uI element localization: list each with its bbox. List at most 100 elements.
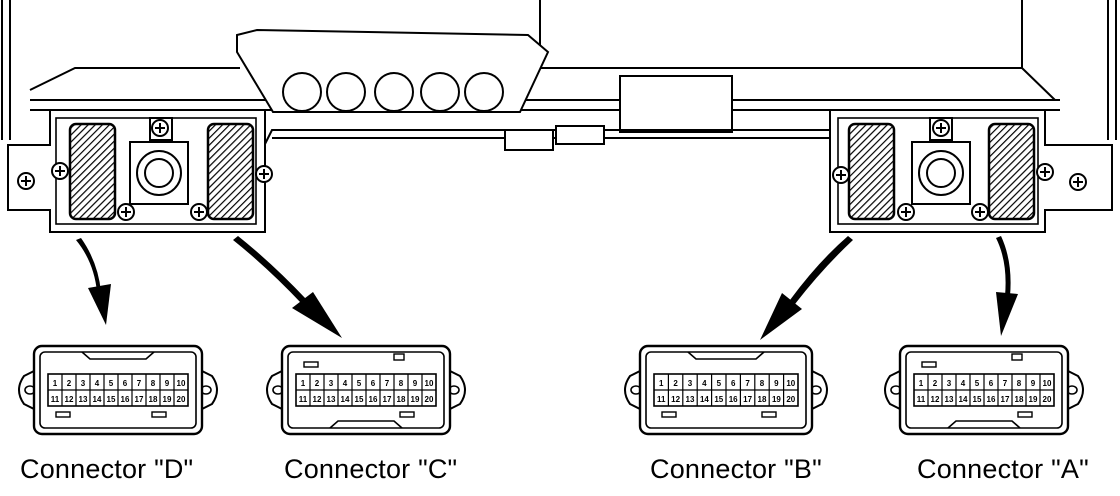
pin-number: 6	[989, 379, 994, 388]
pin-number: 7	[745, 379, 750, 388]
pin-number: 19	[411, 395, 420, 404]
pin-number: 2	[933, 379, 938, 388]
pin-number: 4	[961, 379, 966, 388]
pin-number: 9	[774, 379, 779, 388]
pin-number: 1	[53, 379, 58, 388]
pin-number: 6	[371, 379, 376, 388]
pin-number: 12	[313, 395, 322, 404]
screw-icon	[832, 166, 850, 184]
pin-number: 1	[659, 379, 664, 388]
pin-number: 8	[1017, 379, 1022, 388]
pin-number: 11	[299, 395, 308, 404]
pin-number: 17	[1001, 395, 1010, 404]
pin-number: 20	[1043, 395, 1052, 404]
pin-number: 4	[95, 379, 100, 388]
capacitor-row	[282, 72, 504, 112]
pin-number: 9	[1031, 379, 1036, 388]
pin-number: 5	[357, 379, 362, 388]
connector-d-label: Connector "D"	[20, 454, 194, 484]
pin-number: 7	[137, 379, 142, 388]
pin-number: 20	[786, 395, 795, 404]
pin-number: 12	[671, 395, 680, 404]
screw-icon	[897, 203, 915, 221]
pin-number: 10	[425, 379, 434, 388]
pin-number: 3	[329, 379, 334, 388]
pin-number: 16	[121, 395, 130, 404]
pin-number: 15	[355, 395, 364, 404]
pin-number: 10	[177, 379, 186, 388]
pin-number: 17	[383, 395, 392, 404]
pin-number: 8	[760, 379, 765, 388]
screw-icon	[190, 203, 208, 221]
screw-icon	[51, 162, 69, 180]
pin-number: 5	[109, 379, 114, 388]
pin-number: 5	[717, 379, 722, 388]
left-mounting-bracket	[7, 109, 266, 233]
pin-number: 14	[959, 395, 968, 404]
pin-number: 15	[107, 395, 116, 404]
pin-number: 1	[919, 379, 924, 388]
screw-icon	[971, 203, 989, 221]
pin-number: 19	[1029, 395, 1038, 404]
pin-number: 15	[714, 395, 723, 404]
pin-number: 6	[731, 379, 736, 388]
pin-number: 13	[686, 395, 695, 404]
pin-number: 3	[81, 379, 86, 388]
pin-number: 11	[51, 395, 60, 404]
pin-number: 8	[151, 379, 156, 388]
pin-number: 12	[65, 395, 74, 404]
pin-number: 13	[327, 395, 336, 404]
pin-number: 4	[343, 379, 348, 388]
pin-number: 16	[369, 395, 378, 404]
pin-number: 19	[772, 395, 781, 404]
pin-number: 8	[399, 379, 404, 388]
pin-number: 10	[1043, 379, 1052, 388]
screw-icon	[1069, 173, 1087, 191]
pin-number: 20	[177, 395, 186, 404]
pin-number: 7	[385, 379, 390, 388]
arrow-to-connector-a	[996, 236, 1018, 336]
pin-number: 2	[67, 379, 72, 388]
pin-number: 14	[341, 395, 350, 404]
screw-icon	[117, 203, 135, 221]
pin-number: 3	[688, 379, 693, 388]
pin-number: 1	[301, 379, 306, 388]
arrow-to-connector-b	[760, 236, 853, 340]
pin-number: 16	[987, 395, 996, 404]
pin-number: 2	[673, 379, 678, 388]
pin-number: 7	[1003, 379, 1008, 388]
pin-number: 12	[931, 395, 940, 404]
pin-number: 18	[397, 395, 406, 404]
pin-number: 20	[425, 395, 434, 404]
pin-number: 11	[917, 395, 926, 404]
pin-number: 13	[79, 395, 88, 404]
pin-number: 15	[973, 395, 982, 404]
pin-number: 3	[947, 379, 952, 388]
right-mounting-bracket	[829, 109, 1113, 233]
screw-icon	[932, 119, 950, 137]
arrow-to-connector-d	[76, 238, 111, 325]
screw-icon	[255, 165, 273, 183]
connector-c-label: Connector "C"	[284, 454, 458, 484]
pin-number: 14	[93, 395, 102, 404]
screw-icon	[1036, 163, 1054, 181]
screw-icon	[151, 119, 169, 137]
pin-number: 18	[758, 395, 767, 404]
pin-number: 19	[163, 395, 172, 404]
pin-number: 14	[700, 395, 709, 404]
pin-number: 6	[123, 379, 128, 388]
connector-a-label: Connector "A"	[917, 454, 1089, 484]
arrow-to-connector-c	[233, 236, 342, 338]
screw-icon	[17, 172, 35, 190]
pin-number: 9	[165, 379, 170, 388]
pin-number: 16	[729, 395, 738, 404]
pin-number: 17	[135, 395, 144, 404]
pin-number: 18	[1015, 395, 1024, 404]
pin-number: 4	[702, 379, 707, 388]
pin-number: 5	[975, 379, 980, 388]
pin-number: 18	[149, 395, 158, 404]
